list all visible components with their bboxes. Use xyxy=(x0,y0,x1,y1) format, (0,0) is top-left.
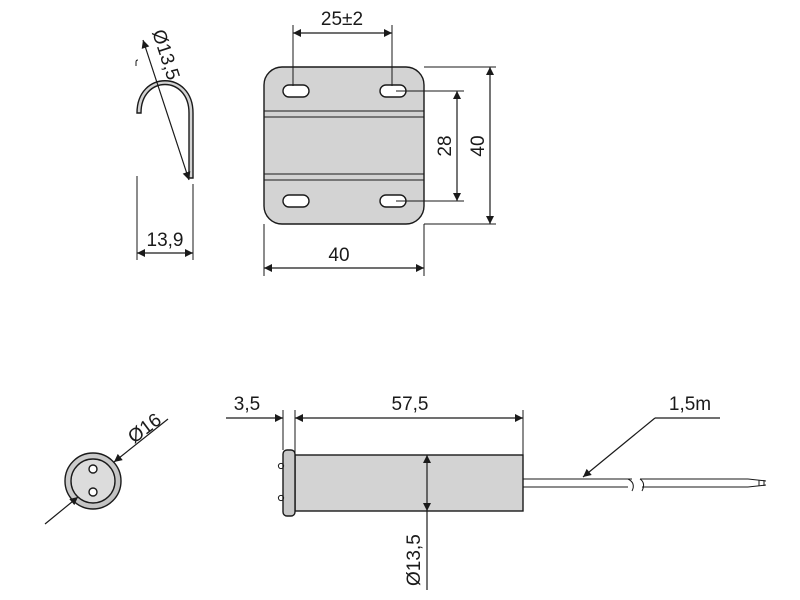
dimension-label-hole-spacing: 25±2 xyxy=(321,9,363,30)
dimension-label-length: 57,5 xyxy=(392,394,429,415)
cable-break xyxy=(639,478,645,492)
bracket-side-view: 13,9 Ø13,5 xyxy=(135,27,194,260)
magnet-body xyxy=(294,454,524,512)
magnet-end-inner xyxy=(70,458,116,504)
wire-hole xyxy=(88,487,98,497)
dimension-label-height: 40 xyxy=(468,135,489,156)
magnet-flange xyxy=(282,449,296,517)
flange-hole xyxy=(277,462,285,470)
wire-hole xyxy=(88,464,98,474)
dimension-leader xyxy=(113,418,169,463)
dimension-label-inner-height: 28 xyxy=(435,135,456,156)
bracket-profile xyxy=(136,80,194,179)
wire-end xyxy=(747,484,767,488)
mounting-slot xyxy=(282,84,310,98)
magnet-side-view: 3,5 57,5 1,5m Ø13,5 xyxy=(226,394,767,590)
dimension-label-width: 40 xyxy=(328,245,349,266)
dimension-leader xyxy=(44,496,79,525)
wire-end xyxy=(747,478,767,482)
bracket-plate xyxy=(263,66,425,225)
bracket-profile-outline xyxy=(135,59,139,66)
dimension-label-width: 13,9 xyxy=(147,230,184,251)
dimension-label-diameter: Ø13,5 xyxy=(147,27,183,83)
cable-length-label: 1,5m xyxy=(669,394,711,415)
flange-hole xyxy=(277,494,285,502)
dimension-label-flange: 3,5 xyxy=(234,394,260,415)
dimension-line-diameter xyxy=(141,39,191,181)
dimension-label-diameter: Ø13,5 xyxy=(404,534,425,586)
magnet-end-view: Ø16 xyxy=(44,410,169,525)
cable-leader xyxy=(582,417,656,478)
bracket-front-view: 25±2 28 40 40 xyxy=(263,9,496,276)
cable-break xyxy=(627,478,634,492)
mounting-slot xyxy=(282,194,310,208)
dimension-label-diameter: Ø16 xyxy=(124,410,165,448)
